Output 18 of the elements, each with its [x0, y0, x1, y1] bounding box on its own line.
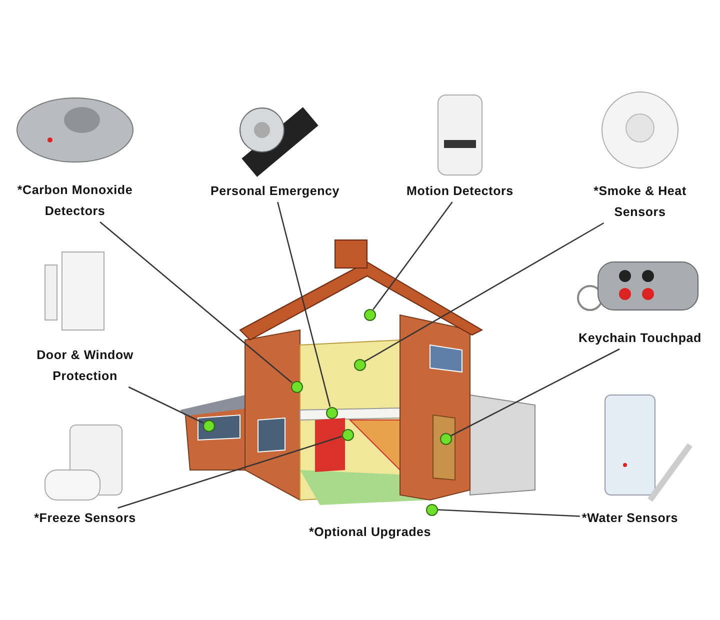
upgrade-note: *Optional Upgrades [308, 524, 432, 541]
device-label: *Smoke & Heat Sensors [570, 181, 710, 223]
leader-line [118, 436, 342, 509]
device-label: Personal Emergency [195, 181, 355, 202]
leader-line [437, 509, 580, 517]
device-label: *Water Sensors [570, 508, 690, 529]
device-label: Motion Detectors [390, 181, 530, 202]
device-label: *Carbon Monoxide Detectors [5, 180, 145, 222]
leader-line [450, 348, 620, 436]
leader-line [372, 202, 453, 310]
leader-line [100, 222, 292, 384]
leader-line [364, 222, 604, 362]
location-marker [364, 308, 376, 320]
device-label: Keychain Touchpad [560, 328, 720, 349]
device-label: Door & Window Protection [20, 345, 150, 387]
location-marker [426, 504, 438, 516]
device-label: *Freeze Sensors [20, 508, 150, 529]
leader-line [128, 386, 204, 424]
